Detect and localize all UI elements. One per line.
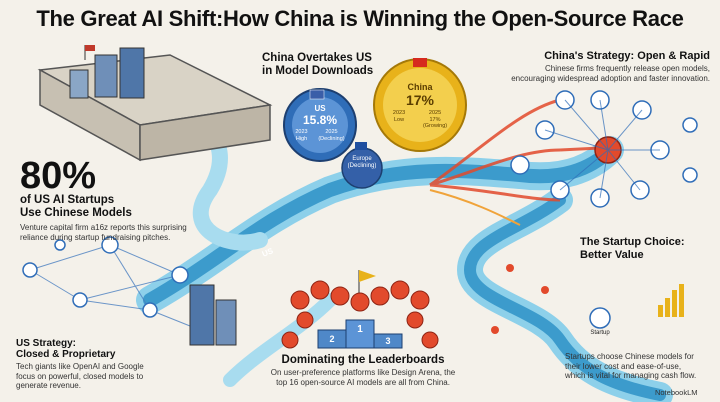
- china-y1: 2023: [392, 110, 406, 116]
- us-y2-note: (Declining): [318, 135, 345, 142]
- us-strategy-desc3: generate revenue.: [16, 381, 81, 390]
- stat-desc1: Venture capital firm a16z reports this s…: [20, 223, 187, 232]
- leaderboards-heading: Dominating the Leaderboards: [281, 354, 445, 366]
- stat-desc2: reliance during startup fundraising pitc…: [20, 232, 171, 242]
- china-strategy-heading: China's Strategy: Open & Rapid: [544, 50, 710, 62]
- startup-desc3: which is vital for managing cash flow.: [565, 371, 697, 380]
- china-strategy-desc2: encouraging widespread adoption and fast…: [511, 73, 710, 83]
- us-strategy-heading1: US Strategy:: [16, 338, 77, 349]
- startup-choice-heading2: Better Value: [580, 249, 644, 261]
- us-y2: 2025: [325, 129, 338, 135]
- startup-choice-heading1: The Startup Choice:: [580, 236, 685, 248]
- china-y2-pct: 17%: [429, 116, 441, 123]
- startup-desc2: their lower cost and ease-of-use,: [565, 361, 682, 371]
- startup-label: Startup: [590, 330, 610, 336]
- china-y2: 2025: [428, 110, 442, 116]
- leaderboards: Dominating the Leaderboards On user-pref…: [258, 354, 468, 387]
- europe-name: Europe: [352, 156, 372, 162]
- downloads-heading: China Overtakes US in Model Downloads: [262, 52, 432, 78]
- stat-line1: of US AI Startups: [20, 194, 115, 206]
- us-strategy: US Strategy: Closed & Proprietary Tech g…: [16, 338, 196, 391]
- stat-line2: Use Chinese Models: [20, 207, 132, 219]
- podium-place-1: 1: [357, 324, 363, 335]
- us-name: US: [314, 104, 326, 113]
- leaderboards-desc2: top 16 open-source AI models are all fro…: [276, 377, 450, 387]
- europe-download-circle: Europe (Declining): [342, 156, 382, 170]
- china-y1-note: Low: [393, 116, 405, 123]
- china-strategy-desc1: Chinese firms frequently release open mo…: [545, 64, 710, 73]
- notebooklm-watermark: NotebookLM: [655, 388, 698, 397]
- us-y1-note: High: [295, 135, 308, 142]
- downloads-heading-line1: China Overtakes US: [262, 52, 372, 64]
- europe-note: (Declining): [347, 163, 377, 169]
- leaderboards-desc1: On user-preference platforms like Design…: [270, 368, 456, 377]
- china-name: China: [407, 82, 433, 92]
- us-pct: 15.8%: [302, 113, 338, 127]
- us-strategy-desc2: focus on powerful, closed models to: [16, 371, 144, 381]
- startup-desc1: Startups choose Chinese models for: [565, 352, 694, 361]
- china-y2-note: (Growing): [422, 123, 448, 129]
- startup-choice: The Startup Choice: Better Value: [580, 236, 715, 262]
- podium-place-2: 2: [329, 334, 335, 344]
- podium-place-3: 3: [385, 336, 391, 346]
- us-strategy-heading2: Closed & Proprietary: [16, 349, 116, 360]
- china-strategy: China's Strategy: Open & Rapid Chinese f…: [490, 50, 710, 83]
- us-strategy-desc1: Tech giants like OpenAI and Google: [16, 362, 144, 371]
- startup-stat: 80% of US AI Startups Use Chinese Models…: [20, 155, 220, 242]
- stat-value: 80%: [20, 155, 97, 197]
- downloads-heading-line2: in Model Downloads: [262, 65, 374, 77]
- startup-choice-desc: Startups choose Chinese models for their…: [565, 352, 715, 381]
- us-y1: 2023: [295, 129, 308, 135]
- china-pct: 17%: [405, 92, 435, 108]
- page-title: The Great AI Shift:How China is Winning …: [36, 6, 684, 31]
